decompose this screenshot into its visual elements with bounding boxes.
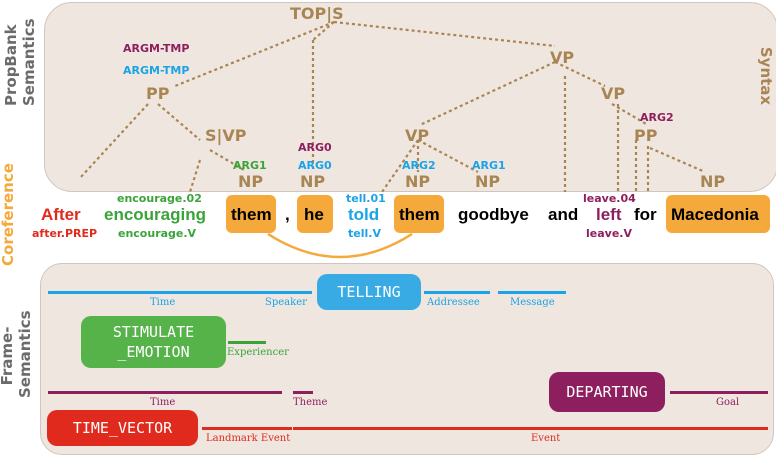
- arg1-blue-label: ARG1: [472, 159, 506, 172]
- entity-them2-highlight: [394, 195, 444, 233]
- arg2-blue-label: ARG2: [402, 159, 436, 172]
- np-goodbye-node: NP: [475, 172, 501, 191]
- word-he: he: [304, 205, 324, 224]
- stimulate-experiencer-bar: [228, 341, 266, 344]
- propbank-semantics-label: PropBank Semantics: [2, 18, 38, 106]
- departing-time-bar: [48, 391, 282, 394]
- telling-message-bar: [498, 291, 566, 294]
- frame-time-vector: TIME_VECTOR: [47, 410, 198, 446]
- word-macedonia: Macedonia: [671, 205, 759, 224]
- encourage-v-label: encourage.V: [118, 227, 197, 240]
- arg2-purple-label: ARG2: [640, 111, 674, 124]
- np-he-node: NP: [300, 172, 326, 191]
- fe-goal: Goal: [716, 397, 740, 408]
- arg0-purple-label: ARG0: [298, 141, 332, 154]
- np-them1-node: NP: [238, 172, 264, 191]
- syntax-label: Syntax: [757, 46, 775, 106]
- telling-addressee-bar: [424, 291, 490, 294]
- arg0-blue-label: ARG0: [298, 159, 332, 172]
- word-after: After: [41, 205, 81, 224]
- word-goodbye: goodbye: [458, 205, 529, 224]
- word-and: and: [548, 205, 579, 224]
- departing-goal-bar: [670, 391, 768, 394]
- fe-addressee: Addressee: [427, 297, 480, 308]
- frame-telling: TELLING: [317, 274, 421, 310]
- fe-event: Event: [531, 433, 561, 444]
- departing-theme-bar: [293, 391, 313, 394]
- np-macedonia-node: NP: [700, 172, 726, 191]
- leave-v-label: leave.V: [586, 227, 632, 240]
- time-vector-landmark-bar: [202, 427, 292, 430]
- arg1-green-label: ARG1: [233, 159, 267, 172]
- frame-departing: DEPARTING: [549, 372, 665, 412]
- word-for: for: [634, 205, 657, 224]
- fe-landmark-event: Landmark Event: [206, 433, 291, 444]
- word-comma: ,: [285, 205, 290, 224]
- pp-right-node: PP: [634, 126, 658, 145]
- leave-04-label: leave.04: [583, 192, 636, 205]
- encourage-02-label: encourage.02: [117, 192, 202, 205]
- tell-01-label: tell.01: [346, 192, 386, 205]
- argm-tmp-purple-label: ARGM-TMP: [123, 42, 190, 55]
- fe-experiencer: Experiencer: [227, 347, 289, 358]
- time-vector-event-bar: [293, 427, 768, 430]
- coreference-label: Coreference: [0, 163, 17, 266]
- np-them2-node: NP: [405, 172, 431, 191]
- entity-he-highlight: [297, 195, 333, 233]
- word-left: left: [596, 205, 622, 224]
- frame-semantics-label: Frame- Semantics: [0, 310, 34, 398]
- top-s-node: TOP|S: [290, 4, 344, 23]
- word-them-1: them: [231, 205, 272, 224]
- s-vp-node: S|VP: [205, 126, 247, 145]
- pp-node: PP: [146, 84, 170, 103]
- word-them-2: them: [399, 205, 440, 224]
- argm-tmp-blue-label: ARGM-TMP: [123, 64, 190, 77]
- entity-them1-highlight: [226, 195, 276, 233]
- frame-stimulate-emotion: STIMULATE _EMOTION: [81, 316, 226, 368]
- word-encouraging: encouraging: [104, 205, 207, 224]
- after-prep-label: after.PREP: [32, 227, 98, 240]
- tell-v-label: tell.V: [348, 227, 381, 240]
- fe-message: Message: [510, 297, 555, 308]
- vp-mid-node: VP: [405, 126, 430, 145]
- word-told: told: [348, 205, 380, 224]
- coreference-arc: [267, 232, 413, 259]
- fe-time-telling: Time: [150, 297, 176, 308]
- telling-time-bar: [48, 291, 312, 294]
- entity-macedonia-highlight: [666, 195, 770, 233]
- fe-time-departing: Time: [150, 397, 176, 408]
- fe-speaker: Speaker: [265, 297, 307, 308]
- vp-right-node: VP: [601, 84, 626, 103]
- vp-top-node: VP: [550, 48, 575, 67]
- syntax-propbank-panel: [44, 2, 776, 192]
- fe-theme: Theme: [293, 397, 328, 408]
